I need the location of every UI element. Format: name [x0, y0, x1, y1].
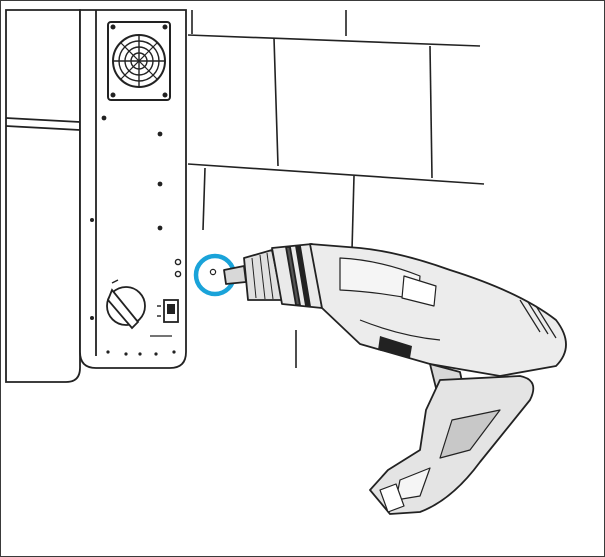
bottom-vent-dots: [106, 335, 176, 356]
electric-drill-icon: [223, 243, 567, 515]
mounting-holes: [174, 258, 182, 278]
toggle-switch-icon: [157, 299, 179, 323]
panel-screws: [90, 115, 163, 320]
brick-wall: [187, 10, 485, 368]
cooling-fan-icon: [107, 21, 171, 101]
rotary-switch-icon: [106, 279, 146, 330]
